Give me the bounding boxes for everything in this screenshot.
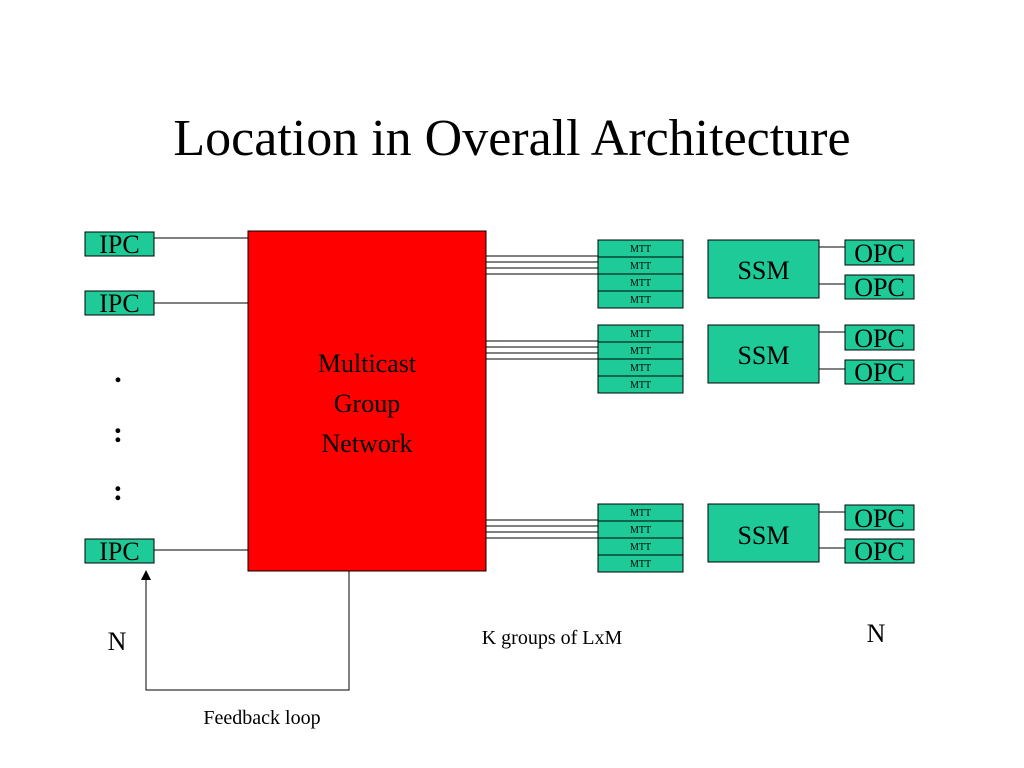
- ssm-box: [707, 503, 820, 563]
- ipc-box: IPC: [84, 230, 155, 259]
- mtt-cell: [597, 554, 684, 573]
- mtt-group: MTT MTT MTT MTT SSM OPC OPC: [486, 324, 915, 394]
- opc-box: [844, 504, 915, 531]
- mtt-label: MTT: [630, 559, 651, 570]
- mtt-group: MTT MTT MTT MTT SSM OPC OPC: [486, 503, 915, 573]
- opc-label: OPC: [854, 273, 905, 302]
- mtt-label: MTT: [630, 508, 651, 519]
- network-label-line: Multicast: [318, 349, 417, 378]
- opc-label: OPC: [854, 324, 905, 353]
- ssm-label: SSM: [737, 521, 789, 550]
- opc-label: OPC: [854, 358, 905, 387]
- mtt-label: MTT: [630, 329, 651, 340]
- opc-box: [844, 324, 915, 351]
- mtt-label: MTT: [630, 278, 651, 289]
- ssm-label: SSM: [737, 256, 789, 285]
- mtt-label: MTT: [630, 295, 651, 306]
- mtt-label: MTT: [630, 525, 651, 536]
- mtt-label: MTT: [630, 380, 651, 391]
- slide-title: Location in Overall Architecture: [173, 110, 850, 167]
- ellipsis-dot: :: [113, 474, 123, 507]
- ipc-label: IPC: [99, 537, 139, 566]
- mtt-label: MTT: [630, 346, 651, 357]
- ssm-box: [707, 239, 820, 299]
- mtt-label: MTT: [630, 261, 651, 272]
- feedback-loop: [141, 570, 350, 691]
- ipc-connectors: [154, 237, 248, 551]
- ssm-box: [707, 324, 820, 384]
- network-label-line: Group: [334, 389, 400, 418]
- ellipsis-dot: :: [113, 416, 123, 449]
- opc-box: [844, 274, 915, 300]
- ipc-box: IPC: [84, 537, 155, 566]
- input-count-label: N: [108, 627, 127, 656]
- opc-box: [844, 359, 915, 385]
- mtt-group: MTT MTT MTT MTT SSM OPC OPC: [486, 239, 915, 309]
- k-groups-caption: K groups of LxM: [482, 627, 623, 649]
- opc-label: OPC: [854, 504, 905, 533]
- feedback-path: [145, 571, 350, 691]
- multicast-group-network: Multicast Group Network: [247, 230, 487, 572]
- opc-label: OPC: [854, 239, 905, 268]
- feedback-loop-caption: Feedback loop: [203, 707, 320, 729]
- mtt-cell: [597, 290, 684, 309]
- opc-label: OPC: [854, 537, 905, 566]
- ssm-label: SSM: [737, 341, 789, 370]
- network-label-line: Network: [322, 429, 413, 458]
- ipc-label: IPC: [99, 289, 139, 318]
- ipc-box: IPC: [84, 289, 155, 318]
- output-count-label: N: [867, 619, 886, 648]
- mtt-label: MTT: [630, 542, 651, 553]
- opc-box: [844, 538, 915, 564]
- ipc-label: IPC: [99, 230, 139, 259]
- feedback-arrowhead-icon: [141, 570, 151, 580]
- mtt-label: MTT: [630, 363, 651, 374]
- ellipsis-dot: .: [114, 356, 122, 389]
- mtt-cell: [597, 375, 684, 394]
- opc-box: [844, 239, 915, 266]
- mtt-label: MTT: [630, 244, 651, 255]
